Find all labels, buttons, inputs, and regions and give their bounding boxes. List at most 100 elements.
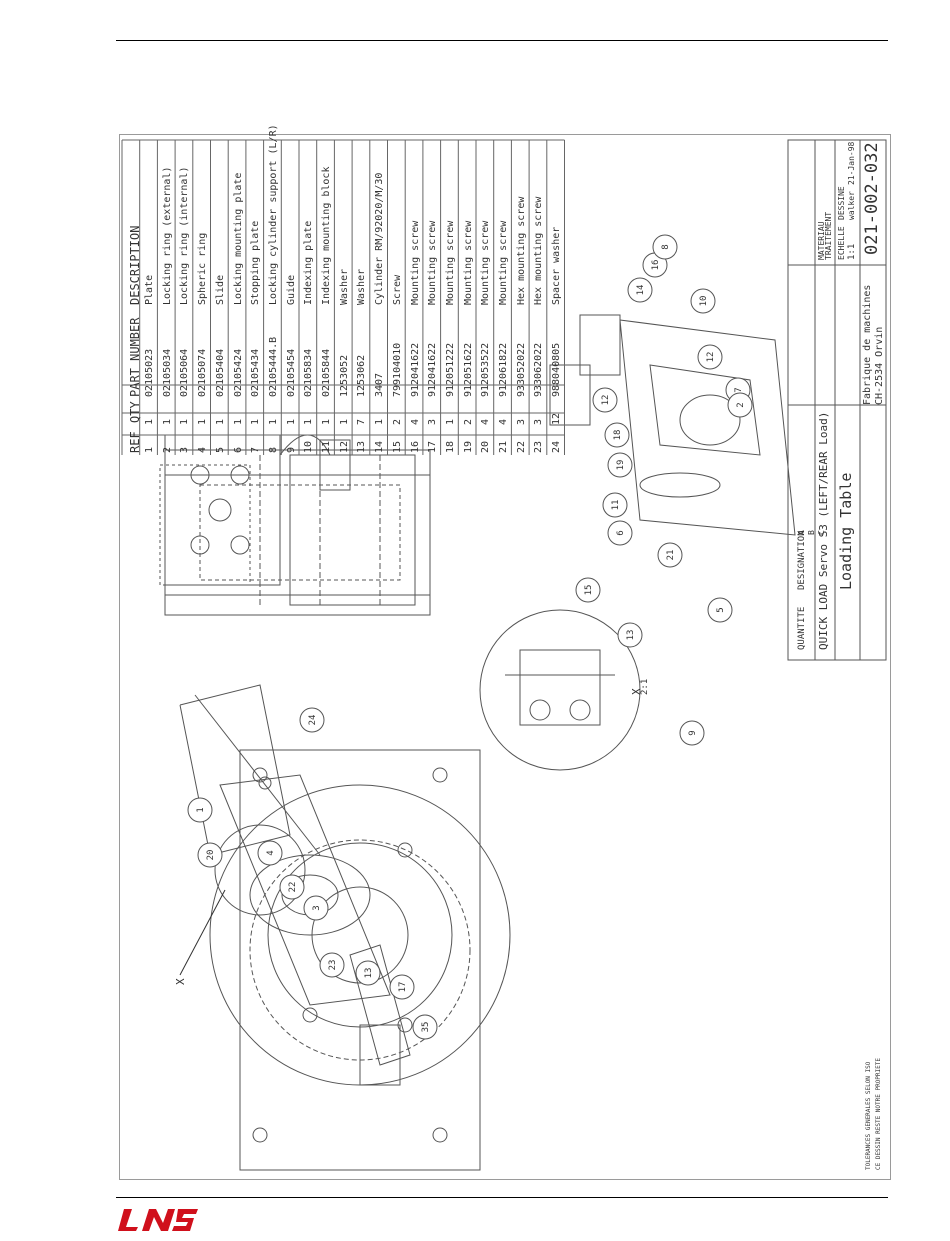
front-view-detail-circle <box>214 824 306 916</box>
table-cell-ref: 15 <box>391 440 403 453</box>
callout-front-24: 24 <box>299 707 325 733</box>
callout-iso-top-8: 8 <box>652 234 678 260</box>
callout-iso-bottom-4: 4 <box>257 840 283 866</box>
table-cell-qty: 3 <box>427 418 439 425</box>
callout-iso-top-19: 19 <box>607 452 633 478</box>
table-cell-ref: 12 <box>338 440 350 453</box>
table-cell-part-number: 02105834 <box>303 348 315 397</box>
front-view-ring <box>267 842 453 1028</box>
callout-label: 13 <box>364 968 374 979</box>
table-cell-description: Slide <box>214 274 226 305</box>
title-block-frame <box>787 139 887 661</box>
table-cell-ref: 4 <box>197 446 209 453</box>
table-cell-ref: 7 <box>250 446 262 453</box>
table-cell-description: Screw <box>391 274 403 305</box>
table-cell-ref: 11 <box>321 440 332 453</box>
callout-iso-bottom-17: 17 <box>389 974 415 1000</box>
table-header-qty: QTY <box>128 401 142 423</box>
table-cell-part-number: 799104010 <box>391 342 403 397</box>
table-cell-qty: 3 <box>515 418 527 425</box>
table-cell-part-number: 02105034 <box>161 348 173 397</box>
table-cell-part-number: 02105064 <box>179 348 191 397</box>
table-cell-qty: 4 <box>498 418 509 425</box>
callout-label: 2 <box>736 402 746 407</box>
callout-iso-bottom-3: 3 <box>303 895 329 921</box>
table-cell-ref: 5 <box>214 446 226 453</box>
table-cell-part-number: 988040805 <box>551 342 563 397</box>
callout-label: 16 <box>651 260 661 271</box>
callout-iso-top-11: 11 <box>602 492 628 518</box>
callout-label: 3 <box>312 905 322 910</box>
table-cell-ref: 23 <box>533 440 545 453</box>
table-cell-description: Guide <box>285 274 297 305</box>
table-cell-qty: 2 <box>462 418 474 425</box>
table-cell-qty: 1 <box>321 418 332 425</box>
callout-iso-top-18: 18 <box>604 422 630 448</box>
iso-top-plate <box>619 319 796 536</box>
callout-label: 7 <box>734 387 744 392</box>
table-cell-qty: 3 <box>533 418 545 425</box>
callout-label: 13 <box>626 630 636 641</box>
callout-iso-top-12: 12 <box>697 344 723 370</box>
table-cell-part-number: 933052022 <box>515 342 527 397</box>
iso-bottom-disc <box>249 854 371 936</box>
front-view-plate <box>239 749 481 1171</box>
tolerance-note-1: TOLERANCES GENERALES SELON ISO <box>865 1061 872 1170</box>
table-cell-qty: 12 <box>551 412 563 425</box>
table-cell-qty: 1 <box>303 418 315 425</box>
table-cell-ref: 9 <box>285 446 297 453</box>
table-cell-part-number: 02105454 <box>285 348 297 397</box>
callout-label: 4 <box>266 850 276 855</box>
table-cell-description: Mounting screw <box>462 220 474 305</box>
table-cell-qty: 1 <box>214 418 226 425</box>
callout-iso-bottom-22: 22 <box>279 874 305 900</box>
table-cell-description: Cylinder RM/92020/M/30 <box>374 172 386 305</box>
callout-iso-bottom-35: 35 <box>412 1014 438 1040</box>
callout-iso-top-6: 6 <box>607 520 633 546</box>
table-cell-description: Mounting screw <box>444 220 456 305</box>
lns-logo <box>118 1209 198 1231</box>
callout-label: 6 <box>616 530 626 535</box>
company-line2: CH-2534 Orvin <box>874 326 885 405</box>
table-cell-description: Mounting screw <box>498 220 509 305</box>
table-cell-description: Plate <box>144 274 155 305</box>
table-cell-qty: 1 <box>267 418 279 425</box>
date-value: 21-Jan-98 <box>847 141 856 185</box>
callout-iso-top-5: 5 <box>707 597 733 623</box>
table-cell-ref: 20 <box>480 440 492 453</box>
callout-label: 12 <box>706 352 716 363</box>
table-cell-description: Spheric ring <box>197 232 209 305</box>
table-cell-part-number: 912053522 <box>480 342 492 397</box>
table-cell-ref: 24 <box>551 440 563 453</box>
callout-iso-top-12: 12 <box>592 387 618 413</box>
table-cell-ref: 2 <box>161 446 173 453</box>
table-cell-description: Locking ring (external) <box>161 166 173 305</box>
scale-value: 1:1 <box>847 243 857 260</box>
table-cell-description: Mounting screw <box>409 220 421 305</box>
callout-label: 1 <box>196 807 206 812</box>
table-cell-part-number: 912061822 <box>498 342 509 397</box>
section-mark: X <box>174 978 187 985</box>
detail-view-circle <box>479 609 641 771</box>
table-cell-part-number: 912041622 <box>409 342 421 397</box>
table-cell-qty: 4 <box>409 418 421 425</box>
table-cell-ref: 14 <box>374 440 386 453</box>
table-cell-part-number: 3407 <box>374 372 386 397</box>
callout-label: 24 <box>308 715 318 726</box>
section-leader <box>179 889 226 976</box>
callout-label: 15 <box>584 585 594 596</box>
table-cell-description: Locking ring (internal) <box>179 166 191 305</box>
parts-table-grid <box>121 139 565 455</box>
front-view-arm-line <box>194 694 321 856</box>
table-cell-ref: 21 <box>498 440 509 453</box>
table-cell-description: Indexing mounting block <box>321 166 332 305</box>
table-cell-description: Spacer washer <box>551 226 563 305</box>
callout-iso-top-10: 10 <box>690 288 716 314</box>
table-cell-description: Washer <box>338 268 350 305</box>
lns-logo-glyphs <box>118 1209 198 1231</box>
callout-label: 17 <box>398 982 408 993</box>
title-line2: Loading Table <box>837 472 855 590</box>
table-cell-part-number: 912051222 <box>444 342 456 397</box>
table-cell-part-number: 02105074 <box>197 348 209 397</box>
